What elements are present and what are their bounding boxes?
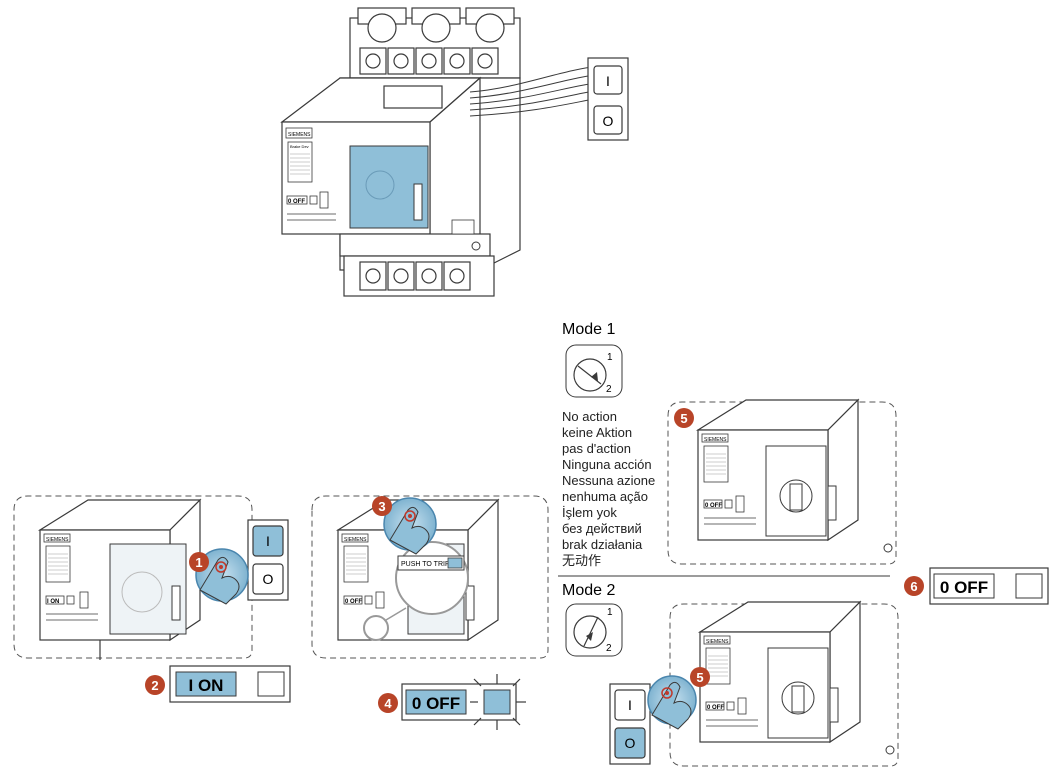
desc-line: без действий bbox=[562, 521, 642, 536]
mode-section: Mode 1 1 2 No action keine Aktion pas d'… bbox=[558, 321, 890, 657]
top-remote-switch: I O bbox=[587, 57, 629, 141]
mode2-switch-off: O bbox=[625, 735, 636, 751]
desc-line: 无动作 bbox=[562, 553, 601, 568]
step-marker-2: 2 bbox=[151, 678, 158, 693]
mode1-pos2: 2 bbox=[606, 384, 612, 395]
left-panel-state: I ON bbox=[47, 599, 59, 605]
mode1-pos1: 1 bbox=[607, 352, 613, 363]
mode2-touch-indicator bbox=[647, 675, 697, 730]
mode1-selector-icon: 1 2 bbox=[565, 344, 623, 398]
top-brand-label: SIEMENS bbox=[288, 132, 311, 138]
left-switch-on: I bbox=[266, 533, 270, 549]
middle-panel-state: 0 OFF bbox=[345, 599, 362, 605]
left-brand: SIEMENS bbox=[46, 537, 69, 543]
mode2-panel: SIEMENS 0 OFF I O bbox=[609, 600, 899, 767]
desc-line: İşlem yok bbox=[562, 505, 617, 520]
desc-line: brak działania bbox=[562, 537, 643, 552]
mode1-description: No action keine Aktion pas d'action Ning… bbox=[562, 409, 655, 568]
desc-line: Nessuna azione bbox=[562, 473, 655, 488]
desc-line: Ninguna acción bbox=[562, 457, 652, 472]
desc-line: pas d'action bbox=[562, 441, 631, 456]
middle-brand: SIEMENS bbox=[344, 537, 367, 543]
push-to-trip-label: PUSH TO TRIP bbox=[401, 561, 450, 568]
mode2-selector-icon: 1 2 bbox=[565, 603, 623, 657]
desc-line: No action bbox=[562, 409, 617, 424]
left-status-text: I ON bbox=[189, 676, 224, 695]
top-terminals bbox=[349, 7, 521, 79]
left-switch-off: O bbox=[263, 571, 274, 587]
middle-panel: SIEMENS 0 OFF PUSH TO TRIP 3 bbox=[311, 495, 549, 659]
top-switch-on-label: I bbox=[606, 73, 610, 89]
top-switch-off-label: O bbox=[603, 113, 614, 129]
desc-line: keine Aktion bbox=[562, 425, 632, 440]
left-panel: SIEMENS I ON I O bbox=[13, 495, 289, 660]
step-marker-6: 6 bbox=[910, 579, 917, 594]
middle-touch-indicator bbox=[383, 497, 437, 555]
step-marker-5a: 5 bbox=[680, 411, 687, 426]
step-marker-4: 4 bbox=[384, 696, 392, 711]
mode2-pos1: 1 bbox=[607, 607, 613, 618]
top-plate-label: Brake Dev bbox=[290, 144, 309, 149]
middle-status-text: 0 OFF bbox=[412, 694, 460, 713]
step-marker-3: 3 bbox=[378, 499, 385, 514]
left-remote-switch: I O bbox=[247, 519, 289, 601]
step-marker-5b: 5 bbox=[696, 670, 703, 685]
top-breaker-device: SIEMENS Brake Dev 0 OFF bbox=[280, 7, 629, 297]
mode1-title: Mode 1 bbox=[562, 321, 615, 338]
mode1-panel-state: 0 OFF bbox=[705, 503, 722, 509]
mode1-status-display: 6 0 OFF bbox=[904, 567, 1049, 605]
mode2-title: Mode 2 bbox=[562, 582, 615, 599]
mode1-status-text: 0 OFF bbox=[940, 578, 988, 597]
desc-line: nenhuma ação bbox=[562, 489, 648, 504]
mode2-pos2: 2 bbox=[606, 643, 612, 654]
mode1-brand: SIEMENS bbox=[704, 437, 727, 443]
mode2-brand: SIEMENS bbox=[706, 639, 729, 645]
mode2-remote-switch: I O bbox=[609, 683, 651, 765]
middle-status-display: 4 0 OFF bbox=[378, 674, 526, 730]
step-marker-1: 1 bbox=[195, 555, 202, 570]
top-off-label: 0 OFF bbox=[288, 199, 305, 205]
mode2-panel-state: 0 OFF bbox=[707, 705, 724, 711]
mode1-panel: SIEMENS 0 OFF 5 bbox=[667, 398, 897, 565]
left-status-display: 2 I ON bbox=[145, 665, 291, 703]
mode2-switch-on: I bbox=[628, 697, 632, 713]
